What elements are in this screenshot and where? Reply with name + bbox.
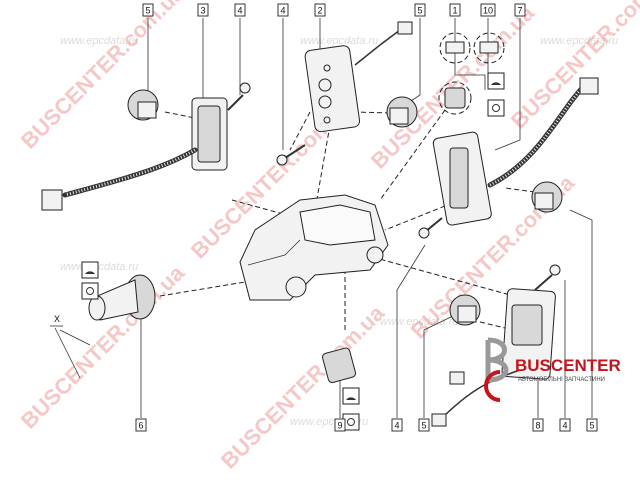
callouts-bottom: 6 9 4 5 8 4 5 bbox=[135, 418, 598, 432]
svg-text:2: 2 bbox=[317, 6, 322, 16]
callout-6: 6 bbox=[135, 418, 147, 432]
svg-text:6: 6 bbox=[138, 421, 143, 431]
callout-7: 7 bbox=[514, 3, 526, 17]
part-8-light-unit bbox=[431, 288, 556, 427]
logo-name: BUSCENTER bbox=[515, 356, 621, 375]
watermark: BUSCENTER.com.ua bbox=[16, 0, 190, 154]
callout-4: 4 bbox=[234, 3, 246, 17]
callout-4: 4 bbox=[277, 3, 289, 17]
part-7-light-unit bbox=[432, 77, 599, 226]
bulb-icon bbox=[81, 99, 505, 431]
watermark: www.epcdata.ru bbox=[380, 316, 458, 328]
callout-9: 9 bbox=[334, 418, 346, 432]
part-6-lamp-socket: X bbox=[50, 274, 156, 379]
callout-8: 8 bbox=[532, 418, 544, 432]
callout-4: 4 bbox=[391, 418, 403, 432]
watermark: BUSCENTER.com.ua bbox=[216, 300, 390, 474]
svg-text:9: 9 bbox=[337, 421, 342, 431]
svg-text:5: 5 bbox=[589, 421, 594, 431]
watermark: www.epcdata.ru bbox=[60, 261, 138, 273]
assembly-lines bbox=[159, 109, 536, 330]
callout-2: 2 bbox=[314, 3, 326, 17]
part-4-screw bbox=[227, 82, 561, 291]
part-2-light-unit bbox=[304, 21, 413, 133]
watermark: www.epcdata.ru bbox=[60, 35, 138, 47]
callouts-top: 5 3 4 4 2 5 1 10 7 bbox=[142, 3, 526, 17]
svg-text:5: 5 bbox=[145, 6, 150, 16]
callout-5: 5 bbox=[418, 418, 430, 432]
watermark: www.epcdata.ru bbox=[540, 35, 618, 47]
svg-text:3: 3 bbox=[200, 6, 205, 16]
dome-light-icon bbox=[81, 72, 505, 405]
svg-text:4: 4 bbox=[280, 6, 285, 16]
callout-5: 5 bbox=[414, 3, 426, 17]
svg-text:1: 1 bbox=[452, 6, 457, 16]
vehicle-illustration bbox=[239, 194, 389, 301]
svg-text:7: 7 bbox=[517, 6, 522, 16]
callout-1: 1 bbox=[449, 3, 461, 17]
callout-10: 10 bbox=[480, 3, 496, 17]
dimension-label: X bbox=[54, 314, 60, 324]
svg-text:4: 4 bbox=[562, 421, 567, 431]
svg-text:4: 4 bbox=[394, 421, 399, 431]
watermark: www.epcdata.ru bbox=[300, 35, 378, 47]
logo-tagline: АВТОМОБІЛЬНІ ЗАПЧАСТИНИ bbox=[518, 377, 605, 383]
svg-text:5: 5 bbox=[417, 6, 422, 16]
part-1-10-switch-detail bbox=[438, 32, 505, 115]
callout-4: 4 bbox=[559, 418, 571, 432]
callout-3: 3 bbox=[197, 3, 209, 17]
watermark: BUSCENTER.com.ua bbox=[16, 260, 190, 434]
part-3-light-unit bbox=[41, 97, 228, 211]
svg-text:8: 8 bbox=[535, 421, 540, 431]
buscenter-logo: BUSCENTER АВТОМОБІЛЬНІ ЗАПЧАСТИНИ bbox=[484, 337, 621, 402]
svg-text:10: 10 bbox=[483, 6, 493, 16]
svg-text:4: 4 bbox=[237, 6, 242, 16]
callout-5: 5 bbox=[586, 418, 598, 432]
callout-5: 5 bbox=[142, 3, 154, 17]
part-9-switch bbox=[322, 347, 357, 383]
svg-text:5: 5 bbox=[421, 421, 426, 431]
part-5-bulb-holder bbox=[127, 89, 563, 326]
